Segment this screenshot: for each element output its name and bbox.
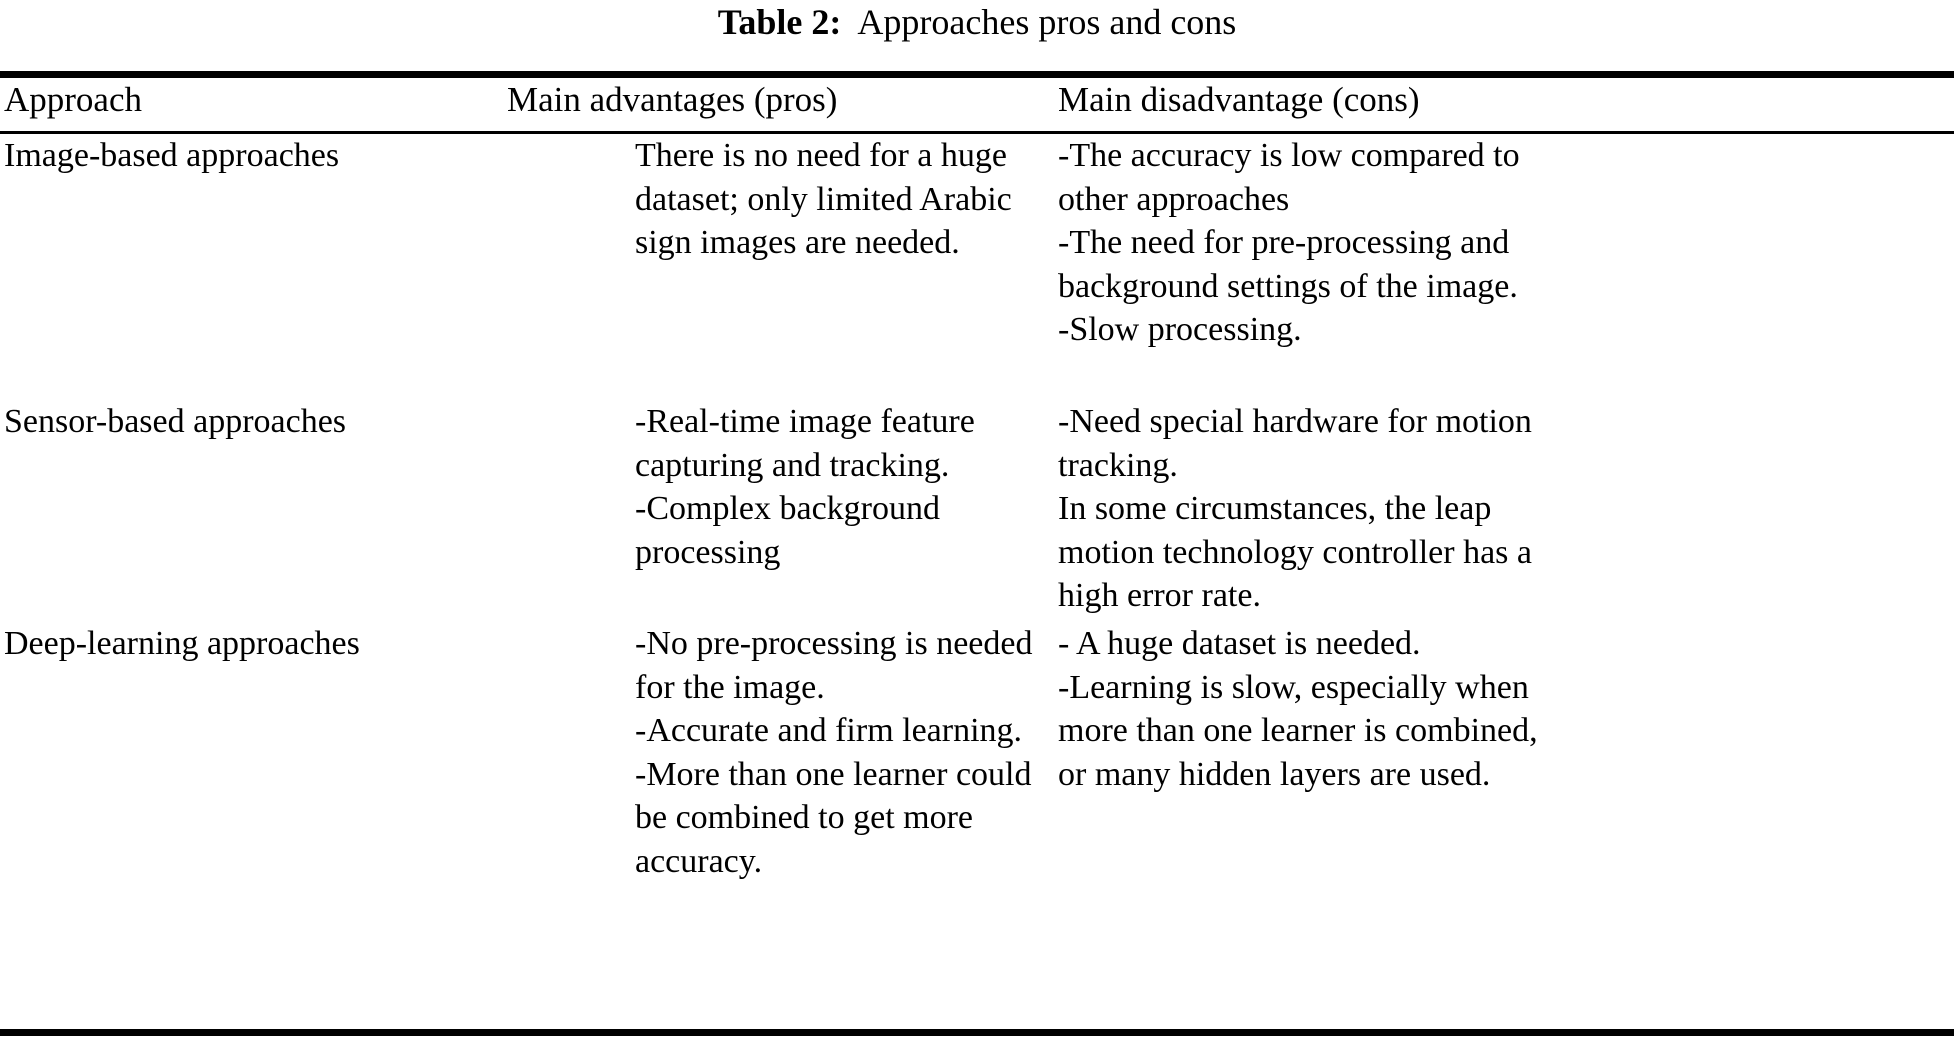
cell-approach: Sensor-based approaches — [4, 403, 347, 440]
cell-pros: There is no need for a huge dataset; onl… — [635, 134, 1055, 265]
cell-pros-line: -Accurate and firm learning. — [635, 712, 1023, 749]
table-bottom-rule — [0, 1029, 1954, 1036]
cell-cons: -The accuracy is low compared to other a… — [1058, 134, 1568, 352]
table-body: Image-based approaches There is no need … — [0, 134, 1954, 1028]
table-row: Sensor-based approaches -Real-time image… — [0, 400, 1954, 622]
cell-pros: -No pre-processing is needed for the ima… — [635, 622, 1055, 883]
cell-cons: - A huge dataset is needed. -Learning is… — [1058, 622, 1568, 796]
cell-approach: Image-based approaches — [4, 137, 340, 174]
table-caption-text — [841, 2, 857, 42]
column-header-cons: Main disadvantage (cons) — [1058, 80, 1420, 119]
column-header-pros: Main advantages (pros) — [507, 80, 838, 119]
table-row: Deep-learning approaches -No pre-process… — [0, 622, 1954, 1028]
table-top-rule — [0, 71, 1954, 78]
cell-cons-line: -Slow processing. — [1058, 311, 1302, 348]
cell-cons-line: -The accuracy is low compared to other a… — [1058, 137, 1520, 218]
cell-cons-line: -Need special hardware for motion tracki… — [1058, 403, 1532, 484]
cell-pros-line: -More than one learner could be combined… — [635, 755, 1032, 880]
cell-pros-line: -Complex background processing — [635, 490, 940, 571]
cell-pros-line: There is no need for a huge dataset; onl… — [635, 137, 1012, 261]
cell-cons-line: -The need for pre-processing and backgro… — [1058, 224, 1518, 305]
table-header-rule — [0, 131, 1954, 134]
table-caption-label: Table 2: — [717, 2, 842, 42]
cell-approach: Deep-learning approaches — [4, 625, 360, 662]
table-header-row: Approach Main advantages (pros) Main dis… — [0, 78, 1954, 131]
cell-pros: -Real-time image feature capturing and t… — [635, 400, 1055, 574]
cell-cons: -Need special hardware for motion tracki… — [1058, 400, 1568, 618]
column-header-approach: Approach — [4, 80, 143, 119]
cell-pros-line: -No pre-processing is needed for the ima… — [635, 625, 1033, 706]
table-row: Image-based approaches There is no need … — [0, 134, 1954, 400]
cell-cons-line: In some circumstances, the leap motion t… — [1058, 490, 1532, 614]
table-caption-title: Approaches pros and cons — [857, 2, 1237, 42]
cell-pros-line: -Real-time image feature capturing and t… — [635, 403, 975, 484]
table-caption: Table 2: Approaches pros and cons — [0, 0, 1954, 44]
cell-cons-line: - A huge dataset is needed. — [1058, 625, 1421, 662]
cell-cons-line: -Learning is slow, especially when more … — [1058, 668, 1538, 793]
